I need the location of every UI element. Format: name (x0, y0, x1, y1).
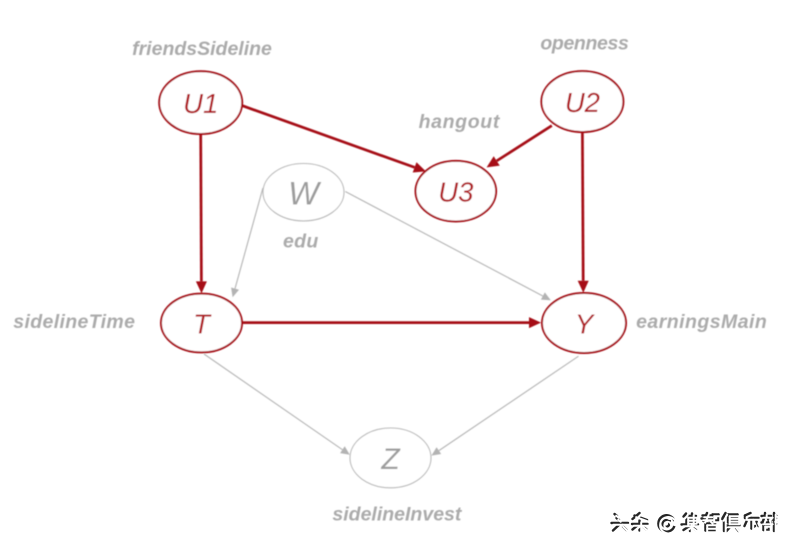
svg-text:T: T (193, 308, 212, 339)
svg-text:Z: Z (380, 443, 401, 476)
svg-text:friendsSideline: friendsSideline (132, 38, 272, 60)
svg-text:U2: U2 (565, 87, 600, 118)
svg-text:Y: Y (575, 308, 595, 339)
svg-text:U3: U3 (438, 177, 474, 208)
svg-text:openness: openness (540, 32, 629, 54)
svg-text:sidelineInvest: sidelineInvest (332, 504, 462, 526)
svg-text:U1: U1 (183, 88, 218, 119)
svg-text:W: W (288, 175, 322, 211)
svg-text:sidelineTime: sidelineTime (13, 311, 135, 333)
svg-text:hangout: hangout (419, 111, 501, 133)
svg-text:edu: edu (283, 231, 319, 253)
svg-text:earningsMain: earningsMain (636, 311, 767, 333)
